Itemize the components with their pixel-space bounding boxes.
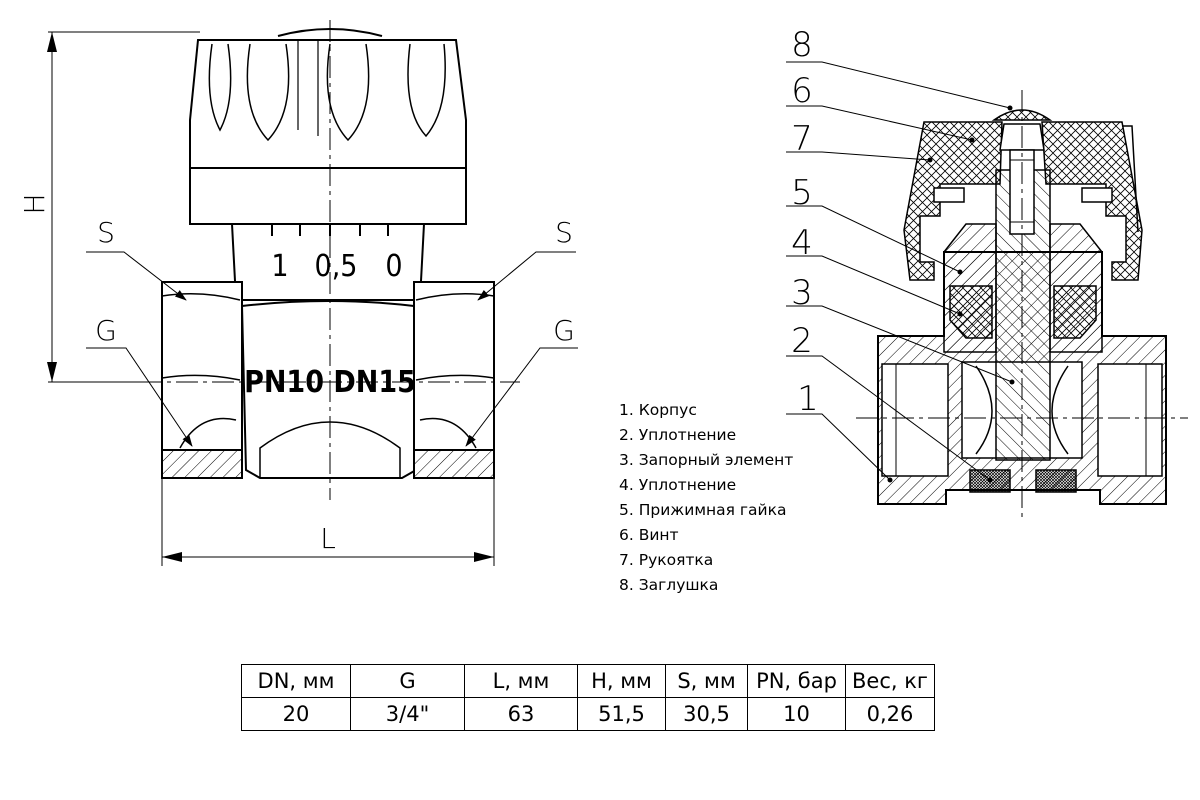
value-dn: 20 xyxy=(241,697,351,731)
value-weight: 0,26 xyxy=(845,697,935,731)
dim-length-label: L xyxy=(320,522,336,555)
callout-6: 6 xyxy=(791,71,813,111)
callout-1: 1 xyxy=(797,379,819,419)
stem-seal-right xyxy=(1053,285,1097,339)
legend-item: 1. Корпус xyxy=(619,401,697,419)
spec-value-row: 20 3/4" 63 51,5 30,5 10 0,26 xyxy=(241,697,935,731)
scale-mark-0-5: 0,5 xyxy=(315,249,358,284)
legend-item: 7. Рукоятка xyxy=(619,551,714,569)
cap xyxy=(991,109,1053,121)
stem-seal-left xyxy=(949,285,993,339)
value-h: 51,5 xyxy=(577,697,666,731)
callout-4: 4 xyxy=(791,223,813,263)
wrench-size-left-label: S xyxy=(97,216,115,249)
seal-bottom-right xyxy=(1035,469,1077,493)
spec-table: DN, мм G L, мм H, мм S, мм PN, бар Вес, … xyxy=(241,664,935,731)
legend-item: 5. Прижимная гайка xyxy=(619,501,787,519)
callout-5: 5 xyxy=(791,173,813,213)
header-pn: PN, бар xyxy=(747,664,846,698)
legend-item: 8. Заглушка xyxy=(619,576,719,594)
thread-right-label: G xyxy=(553,314,575,347)
header-g: G xyxy=(350,664,465,698)
value-g: 3/4" xyxy=(350,697,465,731)
body-marking: PN10 DN15 xyxy=(244,365,416,400)
handle-front xyxy=(189,28,467,225)
handle-section-right xyxy=(1041,121,1143,281)
legend-item: 6. Винт xyxy=(619,526,679,544)
callout-3: 3 xyxy=(791,273,813,313)
front-view xyxy=(47,20,578,566)
spec-header-row: DN, мм G L, мм H, мм S, мм PN, бар Вес, … xyxy=(241,664,935,698)
scale-mark-1: 1 xyxy=(271,249,288,284)
value-pn: 10 xyxy=(747,697,846,731)
header-l: L, мм xyxy=(464,664,578,698)
legend-item: 2. Уплотнение xyxy=(619,426,737,444)
wrench-size-right-label: S xyxy=(555,216,573,249)
header-dn: DN, мм xyxy=(241,664,351,698)
leader-lines xyxy=(786,61,1013,481)
legend-item: 3. Запорный элемент xyxy=(619,451,794,469)
header-h: H, мм xyxy=(577,664,666,698)
parts-legend: 1. Корпус 2. Уплотнение 3. Запорный элем… xyxy=(619,398,793,598)
value-s: 30,5 xyxy=(665,697,748,731)
callout-8: 8 xyxy=(791,25,813,65)
callout-7: 7 xyxy=(791,119,813,159)
thread-left-label: G xyxy=(95,314,117,347)
value-l: 63 xyxy=(464,697,578,731)
scale-mark-0: 0 xyxy=(385,249,402,284)
valve-body-front xyxy=(161,281,495,479)
dim-height-label: H xyxy=(18,193,51,214)
legend-item: 4. Уплотнение xyxy=(619,476,737,494)
callout-2: 2 xyxy=(791,321,813,361)
header-weight: Вес, кг xyxy=(845,664,935,698)
section-view xyxy=(786,61,1188,520)
header-s: S, мм xyxy=(665,664,748,698)
